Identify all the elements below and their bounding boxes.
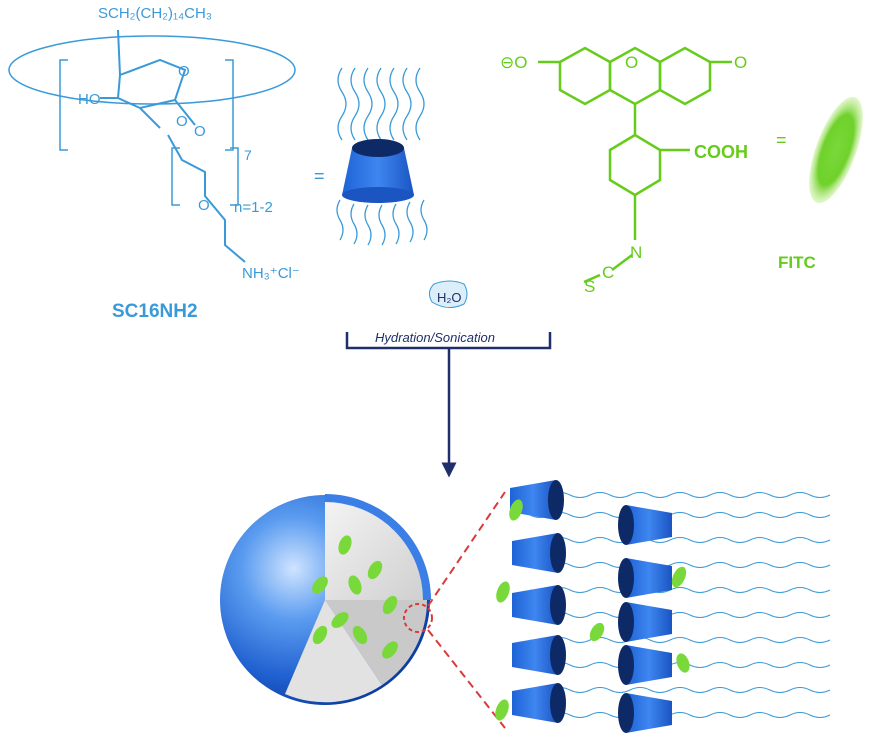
- right-cd-column: [618, 505, 672, 733]
- nc-bond: [611, 254, 633, 271]
- process-step-label: Hydration/Sonication: [375, 330, 495, 345]
- cd-cup-base: [342, 187, 414, 203]
- right-bracket: [225, 59, 234, 151]
- xanthene-right-ring: [658, 46, 712, 106]
- vesicle-cutaway-right: [325, 600, 428, 685]
- cd-cup-body: [342, 148, 414, 195]
- xanthene-left-ring: [558, 46, 612, 106]
- sc16nh2-name: SC16NH2: [112, 301, 198, 322]
- sc16nh2-structure: SCH₂(CH₂)₁₄CH₃ HO O O O O 7 n=1-2 NH₃⁺Cl…: [8, 5, 325, 322]
- repeat-7-label: 7: [244, 147, 252, 163]
- alkyl-tail-label: SCH₂(CH₂)₁₄CH₃: [98, 5, 212, 22]
- water-drop-icon: [428, 280, 468, 308]
- keto-oxygen-label: O: [734, 53, 747, 72]
- c-atom-label: C: [602, 263, 614, 282]
- process-step: H₂O Hydration/Sonication: [345, 280, 552, 478]
- zoom-line-bottom: [427, 629, 506, 729]
- tail-bond: [117, 29, 121, 76]
- bilayer-chains: [529, 492, 831, 718]
- top-alkyl-chains: [337, 67, 425, 141]
- left-cd-column: [510, 480, 566, 723]
- s-atom-label: S: [584, 277, 595, 296]
- amphiphilic-cd-cartoon: [336, 67, 428, 246]
- benzoic-ring: [608, 133, 662, 197]
- water-label: H₂O: [437, 290, 462, 305]
- anomeric-bond: [174, 99, 196, 126]
- chain-oxygen-1-label: O: [176, 113, 188, 130]
- bilayer-zoom: [495, 480, 831, 733]
- xanthene-oxygen-label: O: [625, 53, 638, 72]
- ho-label: HO: [78, 91, 101, 108]
- equals-sign-2: =: [776, 130, 787, 150]
- chain-oxygen-2-label: O: [198, 197, 210, 214]
- equals-sign-1: =: [314, 166, 325, 186]
- vesicle-shell-edge: [324, 494, 431, 601]
- vesicle-cutaway-top: [325, 498, 427, 600]
- cs-bond: [583, 273, 601, 284]
- fitc-cartoon-ellipse: [809, 96, 863, 204]
- n-atom-label: N: [630, 243, 642, 262]
- n-range-label: n=1-2: [234, 199, 273, 216]
- peg-chain: [167, 134, 246, 263]
- zoom-line-top: [427, 491, 506, 607]
- fitc-name: FITC: [778, 253, 816, 272]
- bilayer-fitc: [495, 499, 690, 721]
- vesicle: [220, 494, 433, 705]
- cd-cup-opening: [352, 139, 404, 157]
- bridge-oxygen-label: O: [194, 123, 206, 140]
- inner-right-bracket: [230, 147, 239, 206]
- vesicle-cutaway-bottom: [285, 600, 382, 703]
- ammonium-label: NH₃⁺Cl⁻: [242, 265, 300, 282]
- cyclodextrin-ring-ellipse: [8, 35, 296, 105]
- o2-bond: [139, 107, 161, 129]
- cooh-label: COOH: [694, 142, 748, 162]
- left-bracket: [59, 59, 68, 151]
- ring-oxygen-label: O: [178, 63, 190, 80]
- inner-left-bracket: [171, 147, 180, 206]
- fitc-structure: [538, 46, 732, 284]
- encapsulated-fitc: [312, 535, 398, 659]
- zoom-circle: [403, 603, 433, 633]
- fitc-labels: ⊖O O O COOH N C S = FITC: [500, 53, 816, 296]
- oxide-label: ⊖O: [500, 53, 527, 72]
- bottom-alkyl-chains: [336, 199, 428, 246]
